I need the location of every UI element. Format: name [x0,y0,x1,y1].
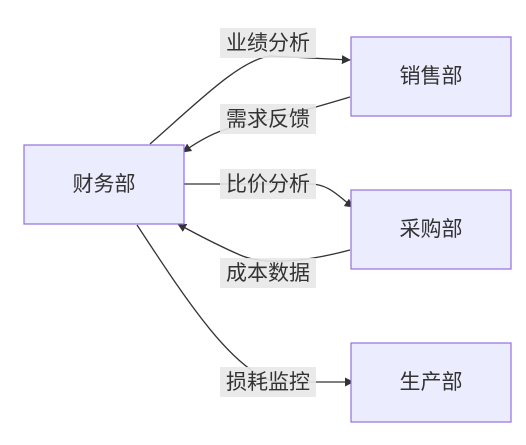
svg-text:销售部: 销售部 [400,64,463,88]
edge-label-performance-analysis: 业绩分析 [220,28,316,58]
svg-text:采购部: 采购部 [400,217,463,241]
edge-label-price-comparison: 比价分析 [220,169,316,199]
node-purchasing[interactable]: 采购部 [350,189,512,270]
svg-text:损耗监控: 损耗监控 [226,370,310,394]
edge-label-loss-monitoring: 损耗监控 [220,367,316,397]
svg-text:比价分析: 比价分析 [226,172,310,196]
edge-label-cost-data: 成本数据 [220,258,316,288]
edge-finance-to-production [136,224,354,387]
svg-text:业绩分析: 业绩分析 [226,31,310,55]
node-production[interactable]: 生产部 [350,342,512,423]
svg-text:需求反馈: 需求反馈 [226,107,310,131]
node-finance[interactable]: 财务部 [23,144,185,225]
svg-text:生产部: 生产部 [400,370,463,394]
svg-text:成本数据: 成本数据 [226,261,310,285]
edge-label-demand-feedback: 需求反馈 [220,104,316,134]
edge-purchasing-to-finance [177,223,351,262]
node-sales[interactable]: 销售部 [350,36,512,117]
svg-text:财务部: 财务部 [73,172,136,196]
